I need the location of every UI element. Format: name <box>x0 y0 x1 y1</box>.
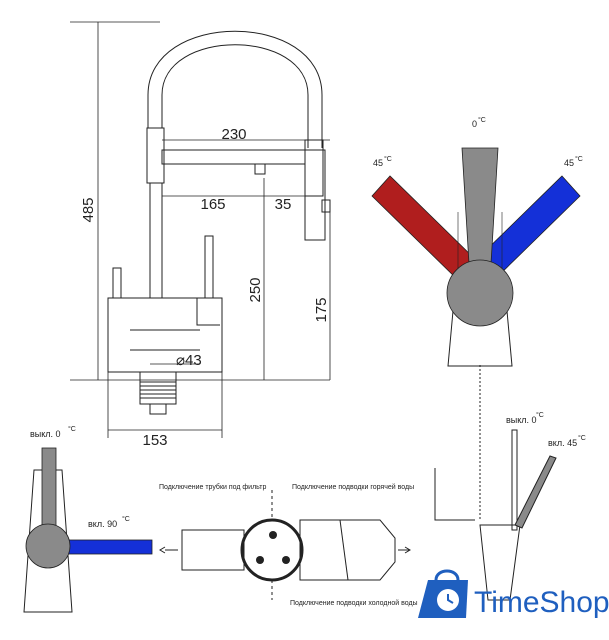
connection-ports <box>256 531 290 564</box>
angle-right-unit: °C <box>575 155 583 163</box>
brand-logo <box>418 569 468 618</box>
filter-connection-label: Подключение трубки под фильтр <box>159 483 266 491</box>
dim-230-label: 230 <box>221 126 246 143</box>
side-view-left <box>23 447 153 613</box>
dim-35-label: 35 <box>275 196 292 213</box>
side-right-off-unit: °C <box>536 411 544 419</box>
angle-left-unit: °C <box>384 155 392 163</box>
main-dimension-lines <box>70 21 331 438</box>
dim-250-label: 250 <box>247 277 264 302</box>
dim-153-label: 153 <box>142 432 167 449</box>
side-right-on-label: вкл. 45 <box>548 438 577 448</box>
side-right-off-label: выкл. 0 <box>506 415 537 425</box>
brand-name: TimeShop <box>474 586 609 619</box>
angle-center-unit: °C <box>478 116 486 124</box>
angle-right-label: 45 <box>564 158 574 168</box>
side-off-unit: °C <box>68 425 76 433</box>
side-on-unit: °C <box>122 515 130 523</box>
connection-view <box>159 490 411 600</box>
lever-angle-diagram <box>371 147 581 367</box>
main-faucet-drawing <box>107 30 331 415</box>
dim-165-label: 165 <box>200 196 225 213</box>
dim-diameter-label: ⌀43 <box>176 352 202 369</box>
dim-175-label: 175 <box>313 297 330 322</box>
cold-connection-label: Подключение подводки холодной воды <box>290 599 418 607</box>
side-on-label: вкл. 90 <box>88 519 117 529</box>
hot-connection-label: Подключение подводки горячей воды <box>292 483 414 491</box>
angle-center-label: 0 <box>472 119 477 129</box>
side-right-on-unit: °C <box>578 434 586 442</box>
side-view-right <box>434 365 557 601</box>
angle-left-label: 45 <box>373 158 383 168</box>
side-off-label: выкл. 0 <box>30 429 61 439</box>
dim-485-label: 485 <box>80 197 97 222</box>
